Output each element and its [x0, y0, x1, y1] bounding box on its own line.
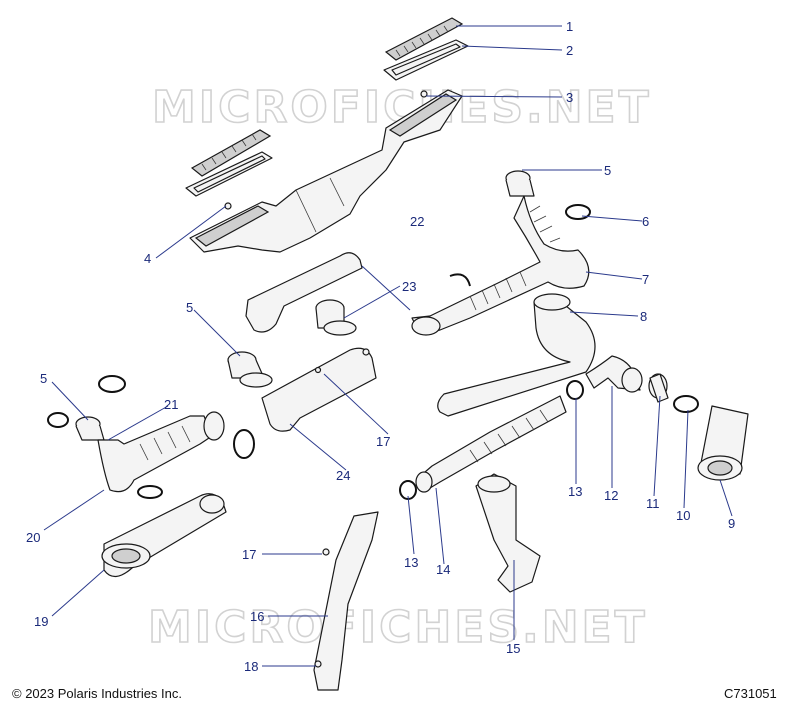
coupler-11 — [648, 373, 669, 403]
duct-housing — [189, 89, 463, 253]
duct-24 — [261, 347, 377, 432]
callout-19: 19 — [34, 614, 48, 629]
callout-5-left: 5 — [40, 371, 47, 386]
filter-9 — [697, 405, 749, 481]
adapter-5-mid — [227, 351, 273, 388]
clamp-10 — [673, 395, 699, 413]
callout-15: 15 — [506, 641, 520, 656]
callout-21: 21 — [164, 397, 178, 412]
flex-hose-14 — [415, 395, 567, 493]
callout-13-left: 13 — [404, 555, 418, 570]
flex-hose-7 — [411, 195, 590, 336]
elbow-8 — [437, 293, 596, 417]
callout-16: 16 — [250, 609, 264, 624]
callouts: 1 2 3 4 5 5 5 6 7 8 9 10 11 12 13 13 14 … — [26, 19, 735, 674]
callout-6: 6 — [642, 214, 649, 229]
duct-19 — [101, 493, 227, 578]
callout-20: 20 — [26, 530, 40, 545]
callout-3: 3 — [566, 90, 573, 105]
duct-15 — [475, 473, 541, 593]
callout-18: 18 — [244, 659, 258, 674]
leader-lines — [43, 25, 733, 667]
duct-22 — [245, 252, 363, 333]
callout-11: 11 — [646, 496, 660, 511]
callout-24: 24 — [336, 468, 350, 483]
callout-23: 23 — [402, 279, 416, 294]
callout-17-mid: 17 — [376, 434, 390, 449]
adapter-23 — [315, 273, 471, 336]
clamp-6 — [565, 204, 591, 220]
flex-hose-20-21 — [97, 411, 255, 499]
duct-16 — [313, 511, 379, 691]
copyright-text: © 2023 Polaris Industries Inc. — [12, 686, 182, 701]
callout-12: 12 — [604, 488, 618, 503]
watermark-bottom: MICROFICHES.NET — [148, 602, 648, 653]
gasket-lower — [185, 151, 273, 197]
diagram-id: C731051 — [724, 686, 777, 701]
callout-5-right: 5 — [604, 163, 611, 178]
callout-17-lower: 17 — [242, 547, 256, 562]
callout-9: 9 — [728, 516, 735, 531]
callout-4: 4 — [144, 251, 151, 266]
callout-7: 7 — [642, 272, 649, 287]
callout-22: 22 — [410, 214, 424, 229]
adapter-5-right — [505, 170, 535, 197]
callout-10: 10 — [676, 508, 690, 523]
callout-5-mid: 5 — [186, 300, 193, 315]
elbow-12 — [585, 355, 643, 393]
vent-grille-lower — [190, 129, 272, 177]
callout-2: 2 — [566, 43, 573, 58]
callout-8: 8 — [640, 309, 647, 324]
callout-14: 14 — [436, 562, 450, 577]
callout-13-right: 13 — [568, 484, 582, 499]
adapter-5-left — [47, 375, 126, 441]
vent-grille-upper — [384, 17, 464, 61]
callout-1: 1 — [566, 19, 573, 34]
